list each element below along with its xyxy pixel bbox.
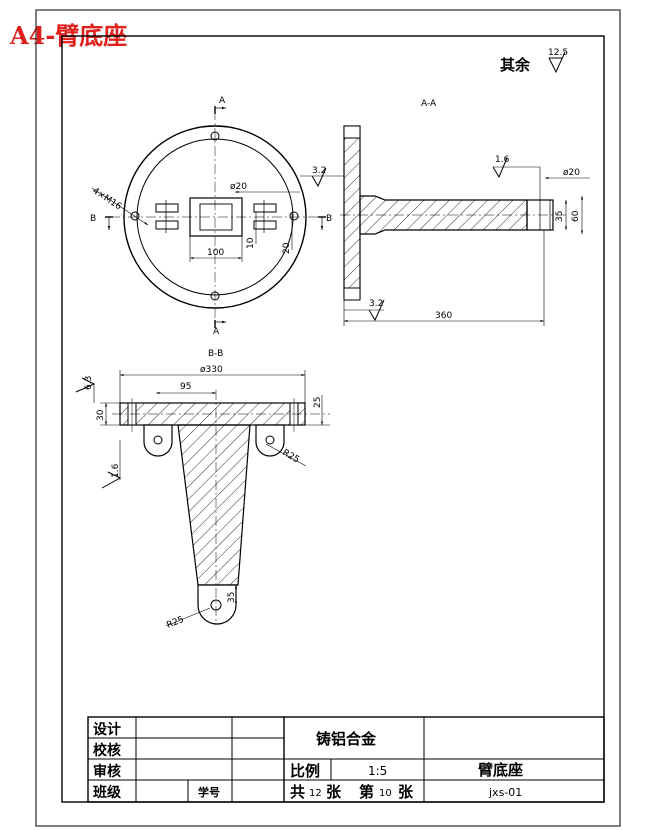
title-block-review: 审核 [93, 763, 121, 780]
top-section-mark-b-left: B [90, 214, 96, 224]
section-aa-dim-35: 35 [555, 211, 565, 222]
title-block-student-no: 学号 [198, 785, 220, 799]
outer-border [35, 9, 621, 827]
section-aa-dim-360: 360 [435, 311, 452, 321]
top-dim-20: 20 [282, 242, 292, 254]
title-block-sheet-prefix: 第 [359, 783, 374, 801]
section-aa-roughness-top: 3.2 [312, 166, 326, 176]
section-bb-title: B-B [208, 349, 223, 359]
title-block-scale-label: 比例 [290, 762, 320, 780]
top-dim-10: 10 [246, 237, 256, 249]
section-bb-dim-phi330: ø330 [200, 365, 223, 375]
title-block-drawing-no: jxs-01 [488, 786, 522, 799]
section-aa-title: A-A [421, 99, 437, 109]
section-aa-roughness-bottom: 3.2 [369, 299, 383, 309]
title-block-total-count: 12 [309, 788, 322, 799]
top-hole-note: 4×M16 [90, 186, 123, 212]
top-view: 100 ø20 10 20 4×M16 A A B B [90, 96, 332, 337]
title-block-sheet-no: 10 [379, 788, 392, 799]
section-bb-roughness-top: 6.3 [84, 376, 94, 390]
section-bb-roughness-side: 1.6 [111, 463, 121, 478]
title-block-design: 设计 [93, 721, 121, 738]
general-roughness-label: 其余 [500, 56, 531, 74]
general-roughness-value: 12.5 [548, 48, 568, 58]
section-bb-dim-r25-bottom: R25 [165, 615, 185, 631]
section-aa-dim-60: 60 [571, 210, 581, 222]
top-dim-phi20: ø20 [230, 182, 247, 192]
section-bb-dim-r25-right: R25 [281, 448, 301, 466]
title-block-check: 校核 [93, 742, 121, 759]
title-block-part-name: 臂底座 [478, 761, 523, 779]
top-section-mark-a-bottom: A [213, 327, 220, 337]
top-dim-100: 100 [207, 248, 224, 258]
section-aa-dim-phi20: ø20 [563, 168, 580, 178]
title-block-material: 铸铝合金 [316, 730, 377, 748]
title-block-scale-value: 1:5 [368, 764, 387, 778]
section-aa: A-A 3.2 3.2 1.6 ø20 35 60 3 [300, 99, 590, 326]
section-bb: B-B ø330 95 30 25 [75, 349, 330, 631]
title-block: 设计 校核 审核 班级 学号 铸铝合金 比例 1:5 共 12 张 第 10 张… [87, 716, 605, 803]
title-block-total-unit: 张 [326, 783, 342, 801]
title-block-total-prefix: 共 [290, 783, 305, 801]
top-section-mark-b-right: B [326, 214, 332, 224]
title-block-sheet-unit: 张 [398, 783, 414, 801]
section-bb-dim-95: 95 [180, 382, 191, 392]
section-aa-roughness-shaft: 1.6 [495, 155, 510, 165]
general-roughness: 其余 12.5 [500, 48, 568, 74]
section-bb-dim-35: 35 [227, 592, 237, 603]
section-bb-dim-30: 30 [96, 409, 106, 421]
section-bb-dim-25: 25 [313, 397, 323, 408]
top-section-mark-a-top: A [219, 96, 226, 106]
title-block-class: 班级 [93, 784, 122, 801]
